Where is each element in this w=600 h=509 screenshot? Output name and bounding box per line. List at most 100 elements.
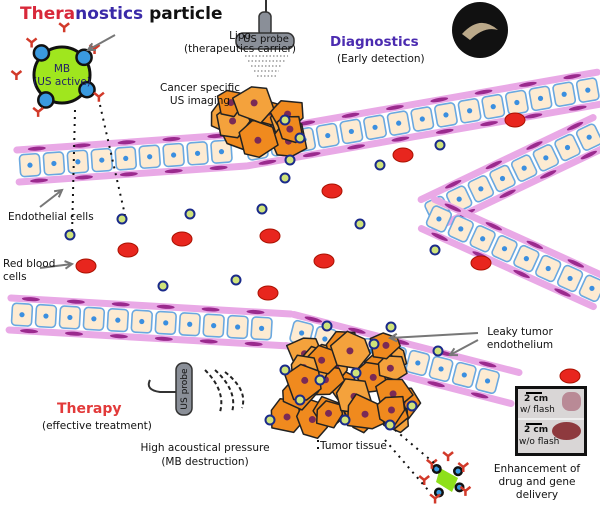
membrane-nucleus [246,309,265,315]
pressure-line2: (MB destruction) [161,456,249,468]
nanoparticle [279,364,291,376]
liposome [78,80,96,99]
tumor-cluster-bottom [270,330,422,440]
cell-nucleus [478,186,484,192]
membrane-nucleus [302,152,321,158]
dotted-connector [394,429,441,469]
nanoparticle [321,320,333,332]
membrane-nucleus [478,361,497,368]
membrane-nucleus [580,150,598,160]
membrane-nucleus [526,240,544,249]
nanoparticle [314,374,326,386]
rbc-label-line1: Red blood [3,258,56,270]
membrane-nucleus [244,341,263,347]
cell-nucleus [75,159,81,165]
mb-sub-label: (US active) [33,76,91,88]
membrane-nucleus [154,336,173,341]
membrane-nucleus [347,144,365,150]
nanoparticle [116,213,128,225]
tumor-nucleus [382,341,390,349]
title-particle: particle [143,4,223,24]
targeting-ligand-icon [442,451,454,462]
cell-nucleus [484,378,491,384]
top-probe-icon [235,32,295,50]
nanoparticle-shell [339,414,351,426]
nanoparticle-shell [368,338,380,350]
title-nostics: nostics [75,4,144,24]
membrane-nucleus [20,329,39,334]
nanoparticle [157,280,169,292]
nanoparticle [350,367,362,379]
membrane-nucleus [540,170,557,179]
released-liposomes [418,451,472,504]
lipo-sub-label: (therapeutics carrier) [184,43,296,55]
cell-nucleus [187,321,193,327]
cell-nucleus [537,95,544,101]
liposome [37,91,55,109]
ultrasound-echo [462,22,498,40]
targeting-ligand-icon [32,106,44,117]
nanoparticle [385,321,397,333]
cell-nucleus [99,157,105,163]
leaky-arrow-1-head [387,332,398,343]
leaky-arrow-2 [449,339,479,356]
membrane-nucleus [117,140,136,145]
red-blood-cell [259,228,281,244]
cell-nucleus [438,366,444,372]
membrane-nucleus [386,105,404,111]
nanoparticle-shell [385,321,397,333]
nanoparticle [406,400,418,412]
red-blood-cell [313,253,335,269]
targeting-ligand-icon [25,37,38,48]
leaky-arrow-2-head [448,347,459,357]
liposome [454,482,465,493]
endothelial-membrane [7,294,295,318]
tumor-tissue-label: Tumor tissue [320,440,387,452]
cell-nucleus [480,236,486,242]
cell-nucleus [43,313,49,319]
enhancement-line2: drug and gene [498,476,576,488]
red-blood-cell [504,112,526,128]
membrane-nucleus [111,302,130,307]
mb-label: MB [53,63,71,75]
membrane-nucleus [109,334,128,339]
therapy-subtitle: (effective treatment) [42,420,152,432]
nanoparticle-shell [321,320,333,332]
nanoparticle [434,139,446,151]
photo-inset: 2 cm w/ flash 2 cm w/o flash [515,386,587,456]
lipo-arrow [87,34,116,51]
tumor-nucleus [250,99,258,107]
nanoparticle [264,414,276,426]
cell-nucleus [490,104,496,110]
cell-nucleus [325,132,331,139]
cell-nucleus [436,216,442,222]
leaky-arrow-1 [389,332,479,339]
cell-nucleus [67,314,73,321]
nanoparticle-shell [434,139,446,151]
dotted-connector [99,104,126,216]
cell-nucleus [521,165,527,171]
tumor-cluster-top [210,86,308,159]
targeting-ligand-icon [429,493,441,504]
cell-nucleus [163,320,169,326]
cell-nucleus [585,87,591,93]
nanoparticle-shell [284,154,296,166]
cell-nucleus [147,154,153,160]
pressure-wave [204,369,223,413]
lipo-label: Lipo [229,30,251,42]
membrane-nucleus [304,316,323,323]
nanoparticle-shell [294,394,306,406]
nanoparticle [294,394,306,406]
cell-nucleus [545,265,551,272]
theranostic-particle [10,22,105,117]
tumor-photo-noflash [552,422,581,440]
membrane-nucleus [21,297,40,302]
nanoparticle-shell [350,367,362,379]
cell-nucleus [218,149,225,155]
inset-scale2: 2 cm [524,425,549,435]
membrane-nucleus [524,113,543,119]
cell-nucleus [322,336,328,342]
cell-nucleus [235,324,241,330]
leaky-label-line1: Leaky tumor [487,326,553,338]
